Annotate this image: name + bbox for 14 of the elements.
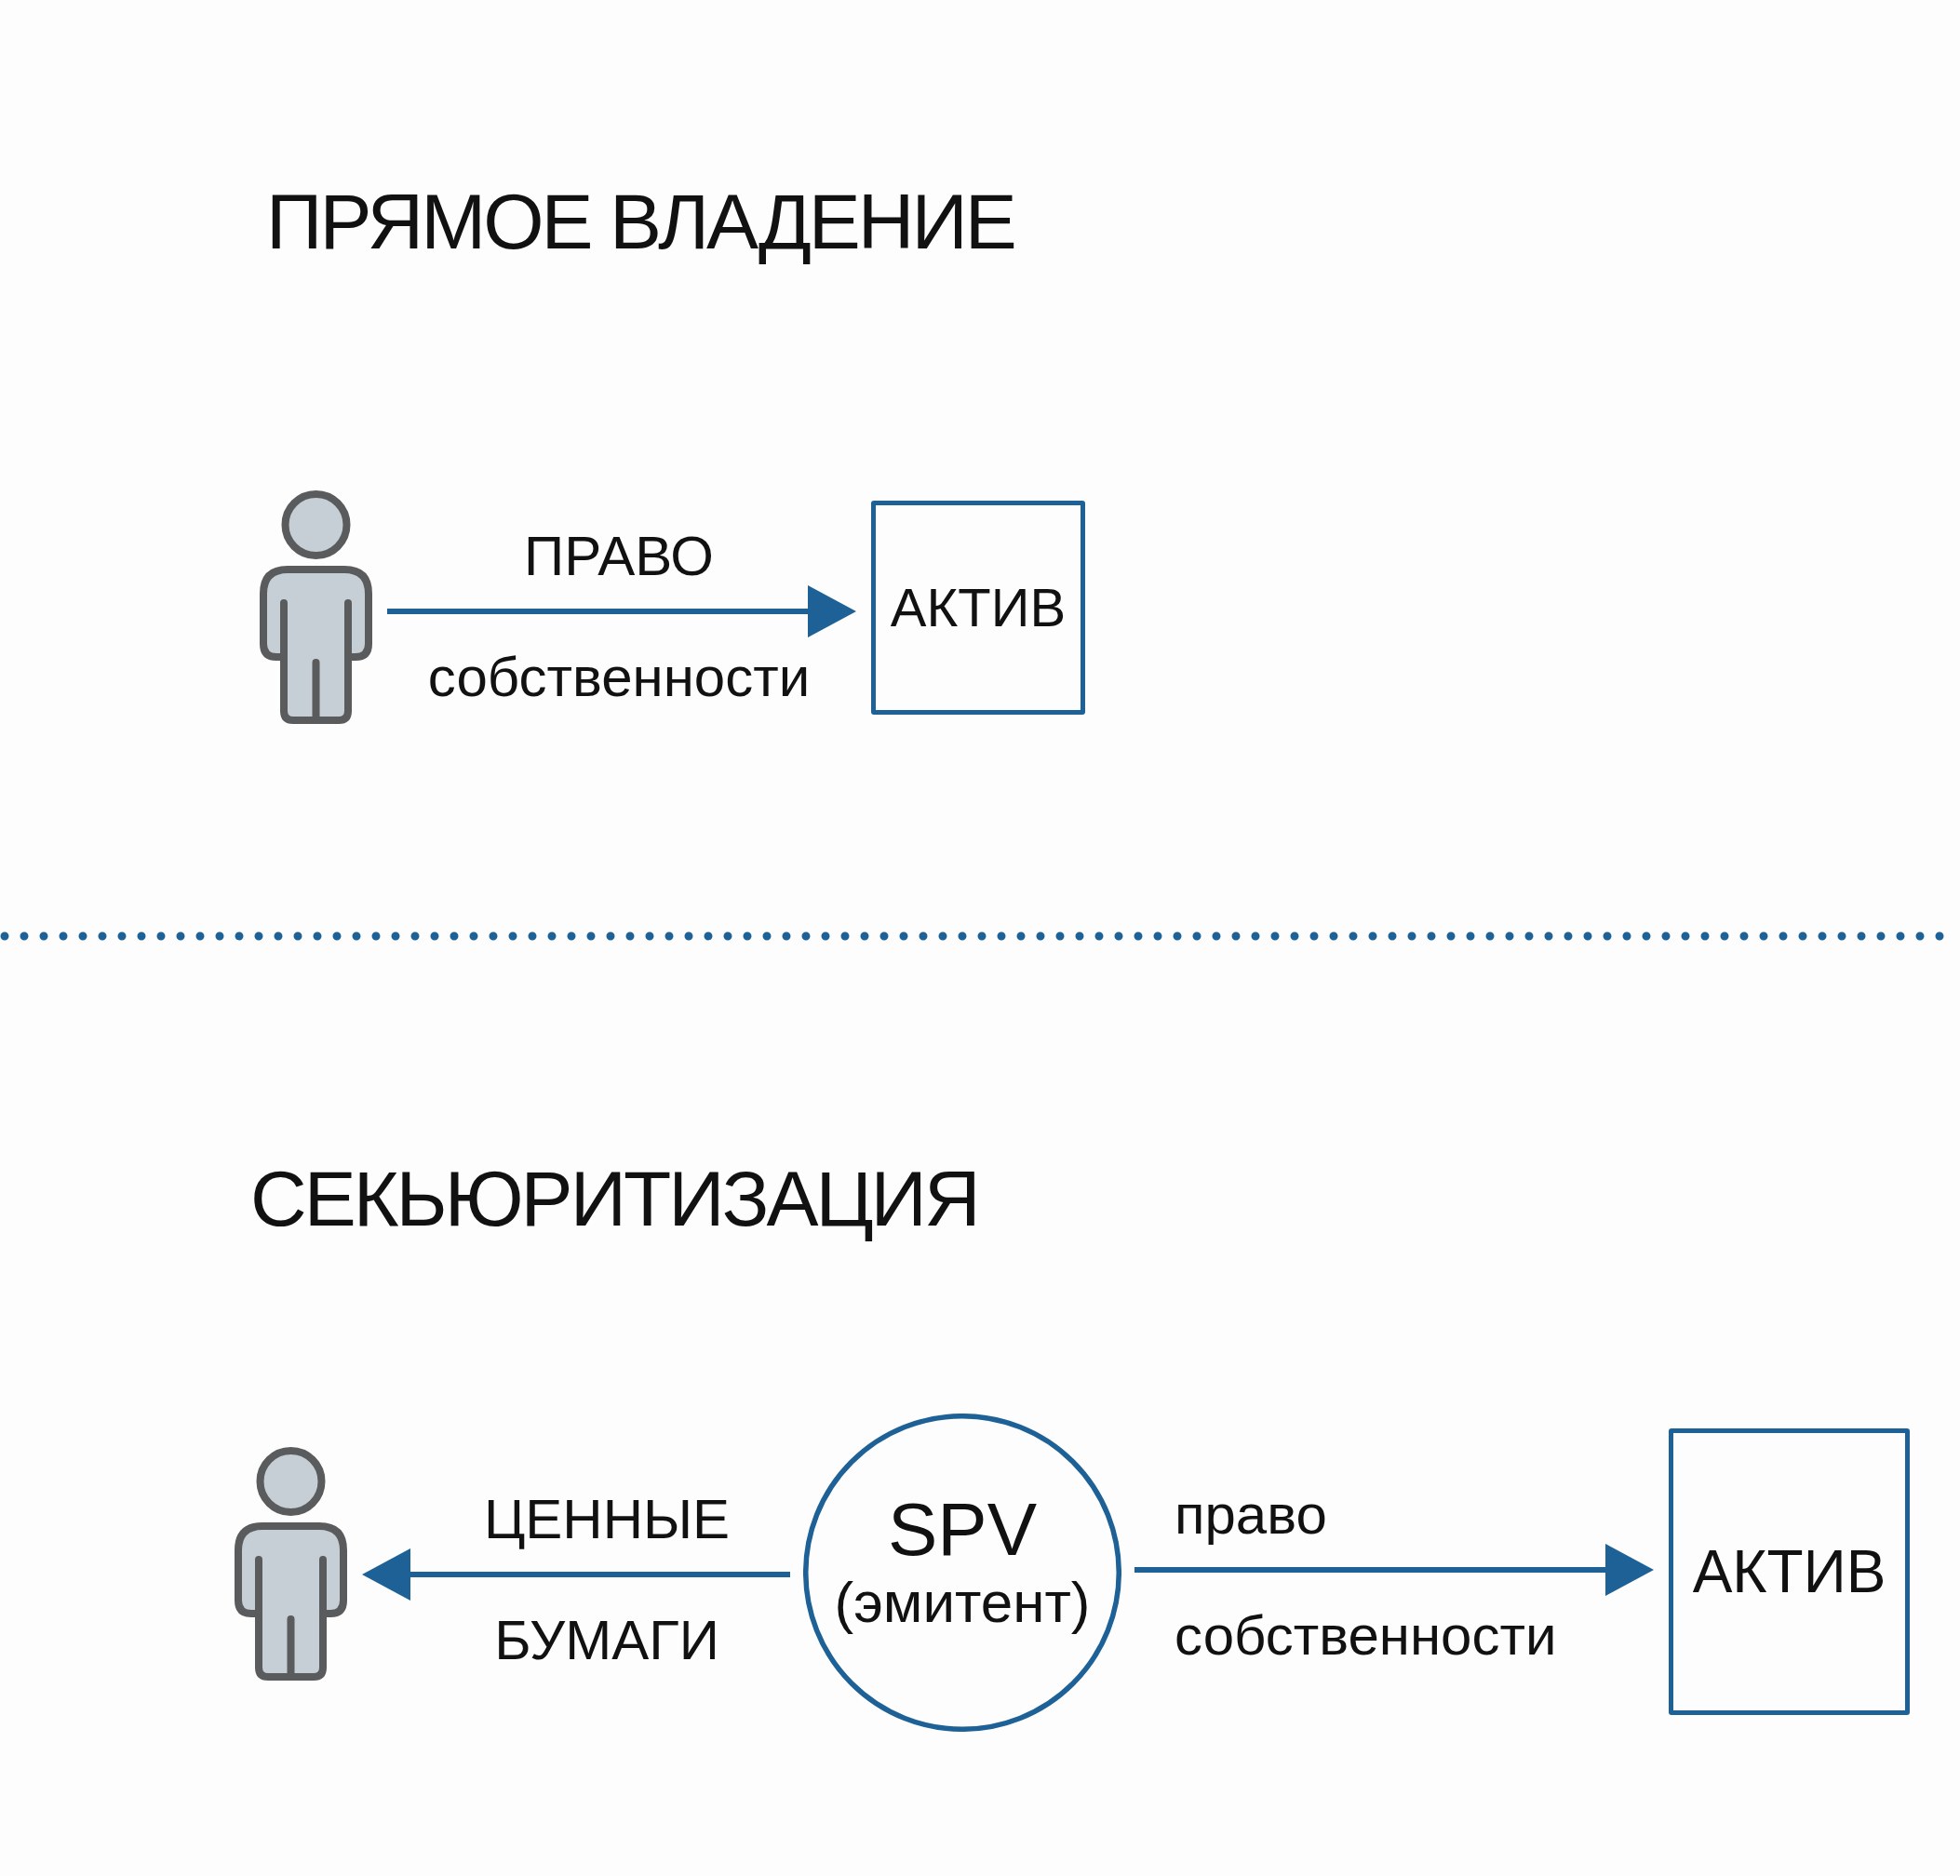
arrow [1134, 1544, 1654, 1596]
person-icon [260, 489, 372, 725]
edge-label: право собственности [1175, 1482, 1557, 1668]
edge-label: ЦЕННЫЕ БУМАГИ [483, 1487, 731, 1673]
node-label: АКТИВ [890, 578, 1067, 637]
node-label: SPV [887, 1488, 1038, 1571]
node-label: АКТИВ [1692, 1538, 1886, 1605]
person-icon [235, 1446, 347, 1682]
arrow [387, 585, 856, 637]
edge-label: ПРАВО собственности [427, 524, 811, 710]
node-label: (эмитент) [834, 1570, 1091, 1635]
entity-box [871, 501, 1085, 715]
entity-circle [803, 1414, 1121, 1732]
entity-box [1669, 1428, 1910, 1715]
